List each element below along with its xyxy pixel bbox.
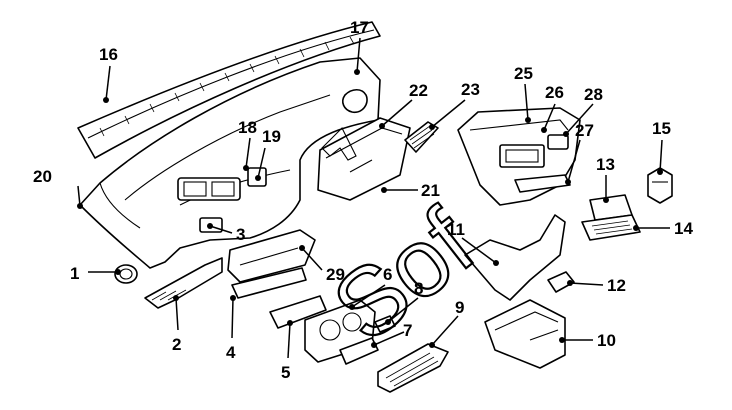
part-center-console [457,107,581,206]
part-left-vent-panel [144,257,223,309]
callout-9: 9 [455,298,464,317]
part-defroster-strip [77,21,381,159]
callout-13: 13 [596,155,615,174]
part-lower-console [464,214,566,369]
callout-1: 1 [70,264,79,283]
leader-dots [77,69,663,348]
part-small-switch [547,271,575,293]
callout-3: 3 [236,225,245,244]
part-lower-vent-grille [377,343,449,393]
callout-4: 4 [226,343,236,362]
part-glovebox [317,117,411,201]
callout-27: 27 [575,121,594,140]
callout-19: 19 [262,127,281,146]
callout-2: 2 [172,335,181,354]
callout-5: 5 [281,363,290,382]
callout-labels: 1 2 3 4 5 6 7 8 9 10 11 12 13 14 15 16 1… [33,18,693,382]
callout-26: 26 [545,83,564,102]
part-lower-bracket [227,229,316,299]
callout-10: 10 [597,331,616,350]
part-switch-block [581,194,641,241]
callout-29: 29 [326,265,345,284]
callout-11: 11 [447,220,465,239]
callout-21: 21 [421,181,440,200]
callout-8: 8 [414,279,423,298]
callout-25: 25 [514,64,533,83]
callout-23: 23 [461,80,480,99]
callout-16: 16 [99,45,118,64]
callout-20: 20 [33,167,52,186]
leader-lines [77,37,670,359]
callout-18: 18 [238,118,257,137]
callout-17: 17 [350,18,369,37]
callout-22: 22 [409,81,428,100]
part-dashboard-panel [79,57,381,269]
callout-12: 12 [607,276,626,295]
callout-28: 28 [584,85,603,104]
part-side-vent [404,121,439,153]
callout-14: 14 [674,219,693,238]
callout-6: 6 [383,265,392,284]
callout-15: 15 [652,119,671,138]
callout-7: 7 [403,321,412,340]
